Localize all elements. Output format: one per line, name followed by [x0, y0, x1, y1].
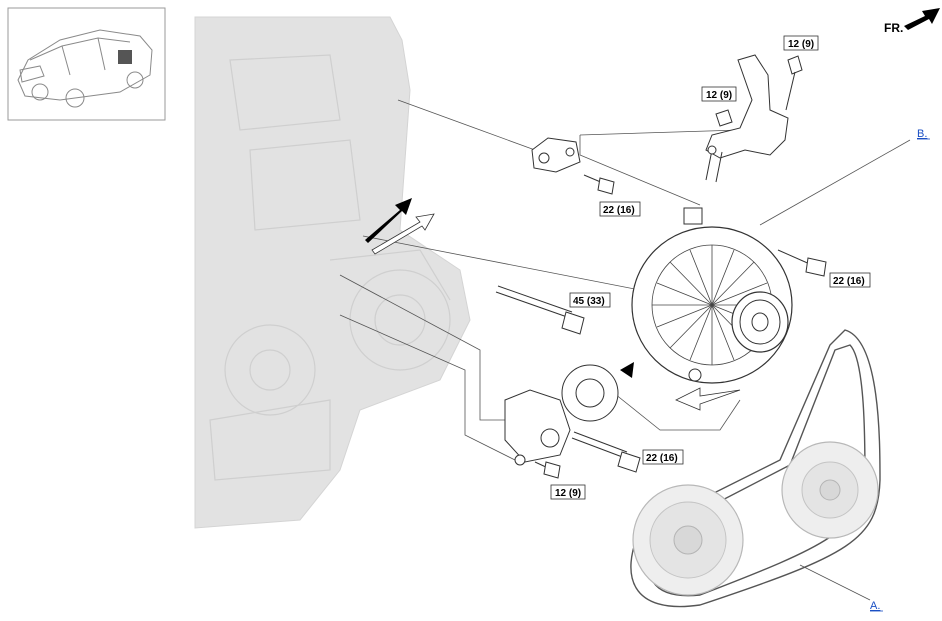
torque-value: 22 (16) — [646, 453, 678, 464]
torque-label-long-bolt: 45 (33) — [569, 292, 611, 308]
torque-label-harness-bolt: 12 (9) — [701, 86, 737, 102]
torque-value: 22 (16) — [833, 276, 865, 287]
belt-tensioner — [504, 364, 619, 466]
torque-label-top-right-bolt: 12 (9) — [783, 35, 819, 51]
engine-block — [194, 16, 471, 529]
leader-lines — [339, 99, 911, 601]
torque-value: 22 (16) — [603, 205, 635, 216]
orientation-label: FR. — [884, 21, 903, 35]
torque-value: 12 (9) — [788, 39, 814, 50]
torque-label-bracket-bolt: 22 (16) — [599, 201, 641, 217]
alternator-bracket — [531, 137, 581, 173]
torque-label-tensioner-bolt: 22 (16) — [642, 449, 684, 465]
bolts — [495, 55, 827, 479]
torque-value: 12 (9) — [555, 488, 581, 499]
direction-arrows — [365, 198, 741, 411]
alternator — [631, 207, 793, 384]
ac-compressor-pulley — [781, 441, 879, 539]
vehicle-locator-thumbnail — [7, 7, 166, 121]
torque-value: 12 (9) — [706, 90, 732, 101]
callout-link-a[interactable]: A. — [870, 600, 880, 612]
torque-labels: 12 (9) 12 (9) 22 (16) 22 (16) 45 (33) 22… — [550, 35, 871, 500]
callout-link-b[interactable]: B. — [917, 128, 927, 140]
front-orientation-indicator: FR. — [884, 8, 940, 35]
torque-label-alternator-right-bolt: 22 (16) — [829, 272, 871, 288]
crankshaft-pulley — [632, 484, 744, 596]
torque-value: 45 (33) — [573, 296, 605, 307]
wiring-harness-bracket — [705, 54, 789, 183]
torque-label-tensioner-small-bolt: 12 (9) — [550, 484, 586, 500]
